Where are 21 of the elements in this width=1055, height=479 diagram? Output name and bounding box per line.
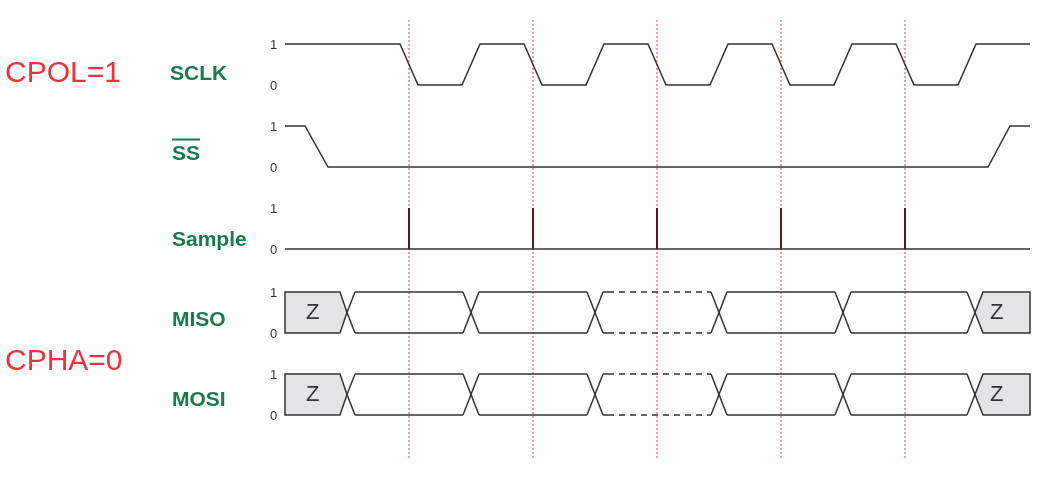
- signal-name: SCLK: [170, 61, 228, 83]
- level-label: 0: [270, 160, 278, 174]
- signal-name: SS: [172, 141, 200, 163]
- high-impedance-label: Z: [306, 383, 320, 405]
- high-impedance-label: Z: [990, 383, 1004, 405]
- level-label: 0: [270, 242, 278, 256]
- high-impedance-label: Z: [990, 301, 1004, 323]
- signal-name: MISO: [172, 307, 226, 329]
- level-label: 1: [270, 37, 278, 51]
- level-label: 0: [270, 326, 278, 340]
- mode-setting-label: CPHA=0: [5, 345, 123, 375]
- signal-name: Sample: [172, 227, 247, 249]
- level-label: 1: [270, 285, 278, 299]
- level-label: 1: [270, 367, 278, 381]
- level-label: 0: [270, 78, 278, 92]
- level-label: 1: [270, 119, 278, 133]
- level-label: 1: [270, 201, 278, 215]
- signal-name: MOSI: [172, 387, 226, 409]
- high-impedance-label: Z: [306, 301, 320, 323]
- mode-setting-label: CPOL=1: [5, 57, 121, 87]
- level-label: 0: [270, 408, 278, 422]
